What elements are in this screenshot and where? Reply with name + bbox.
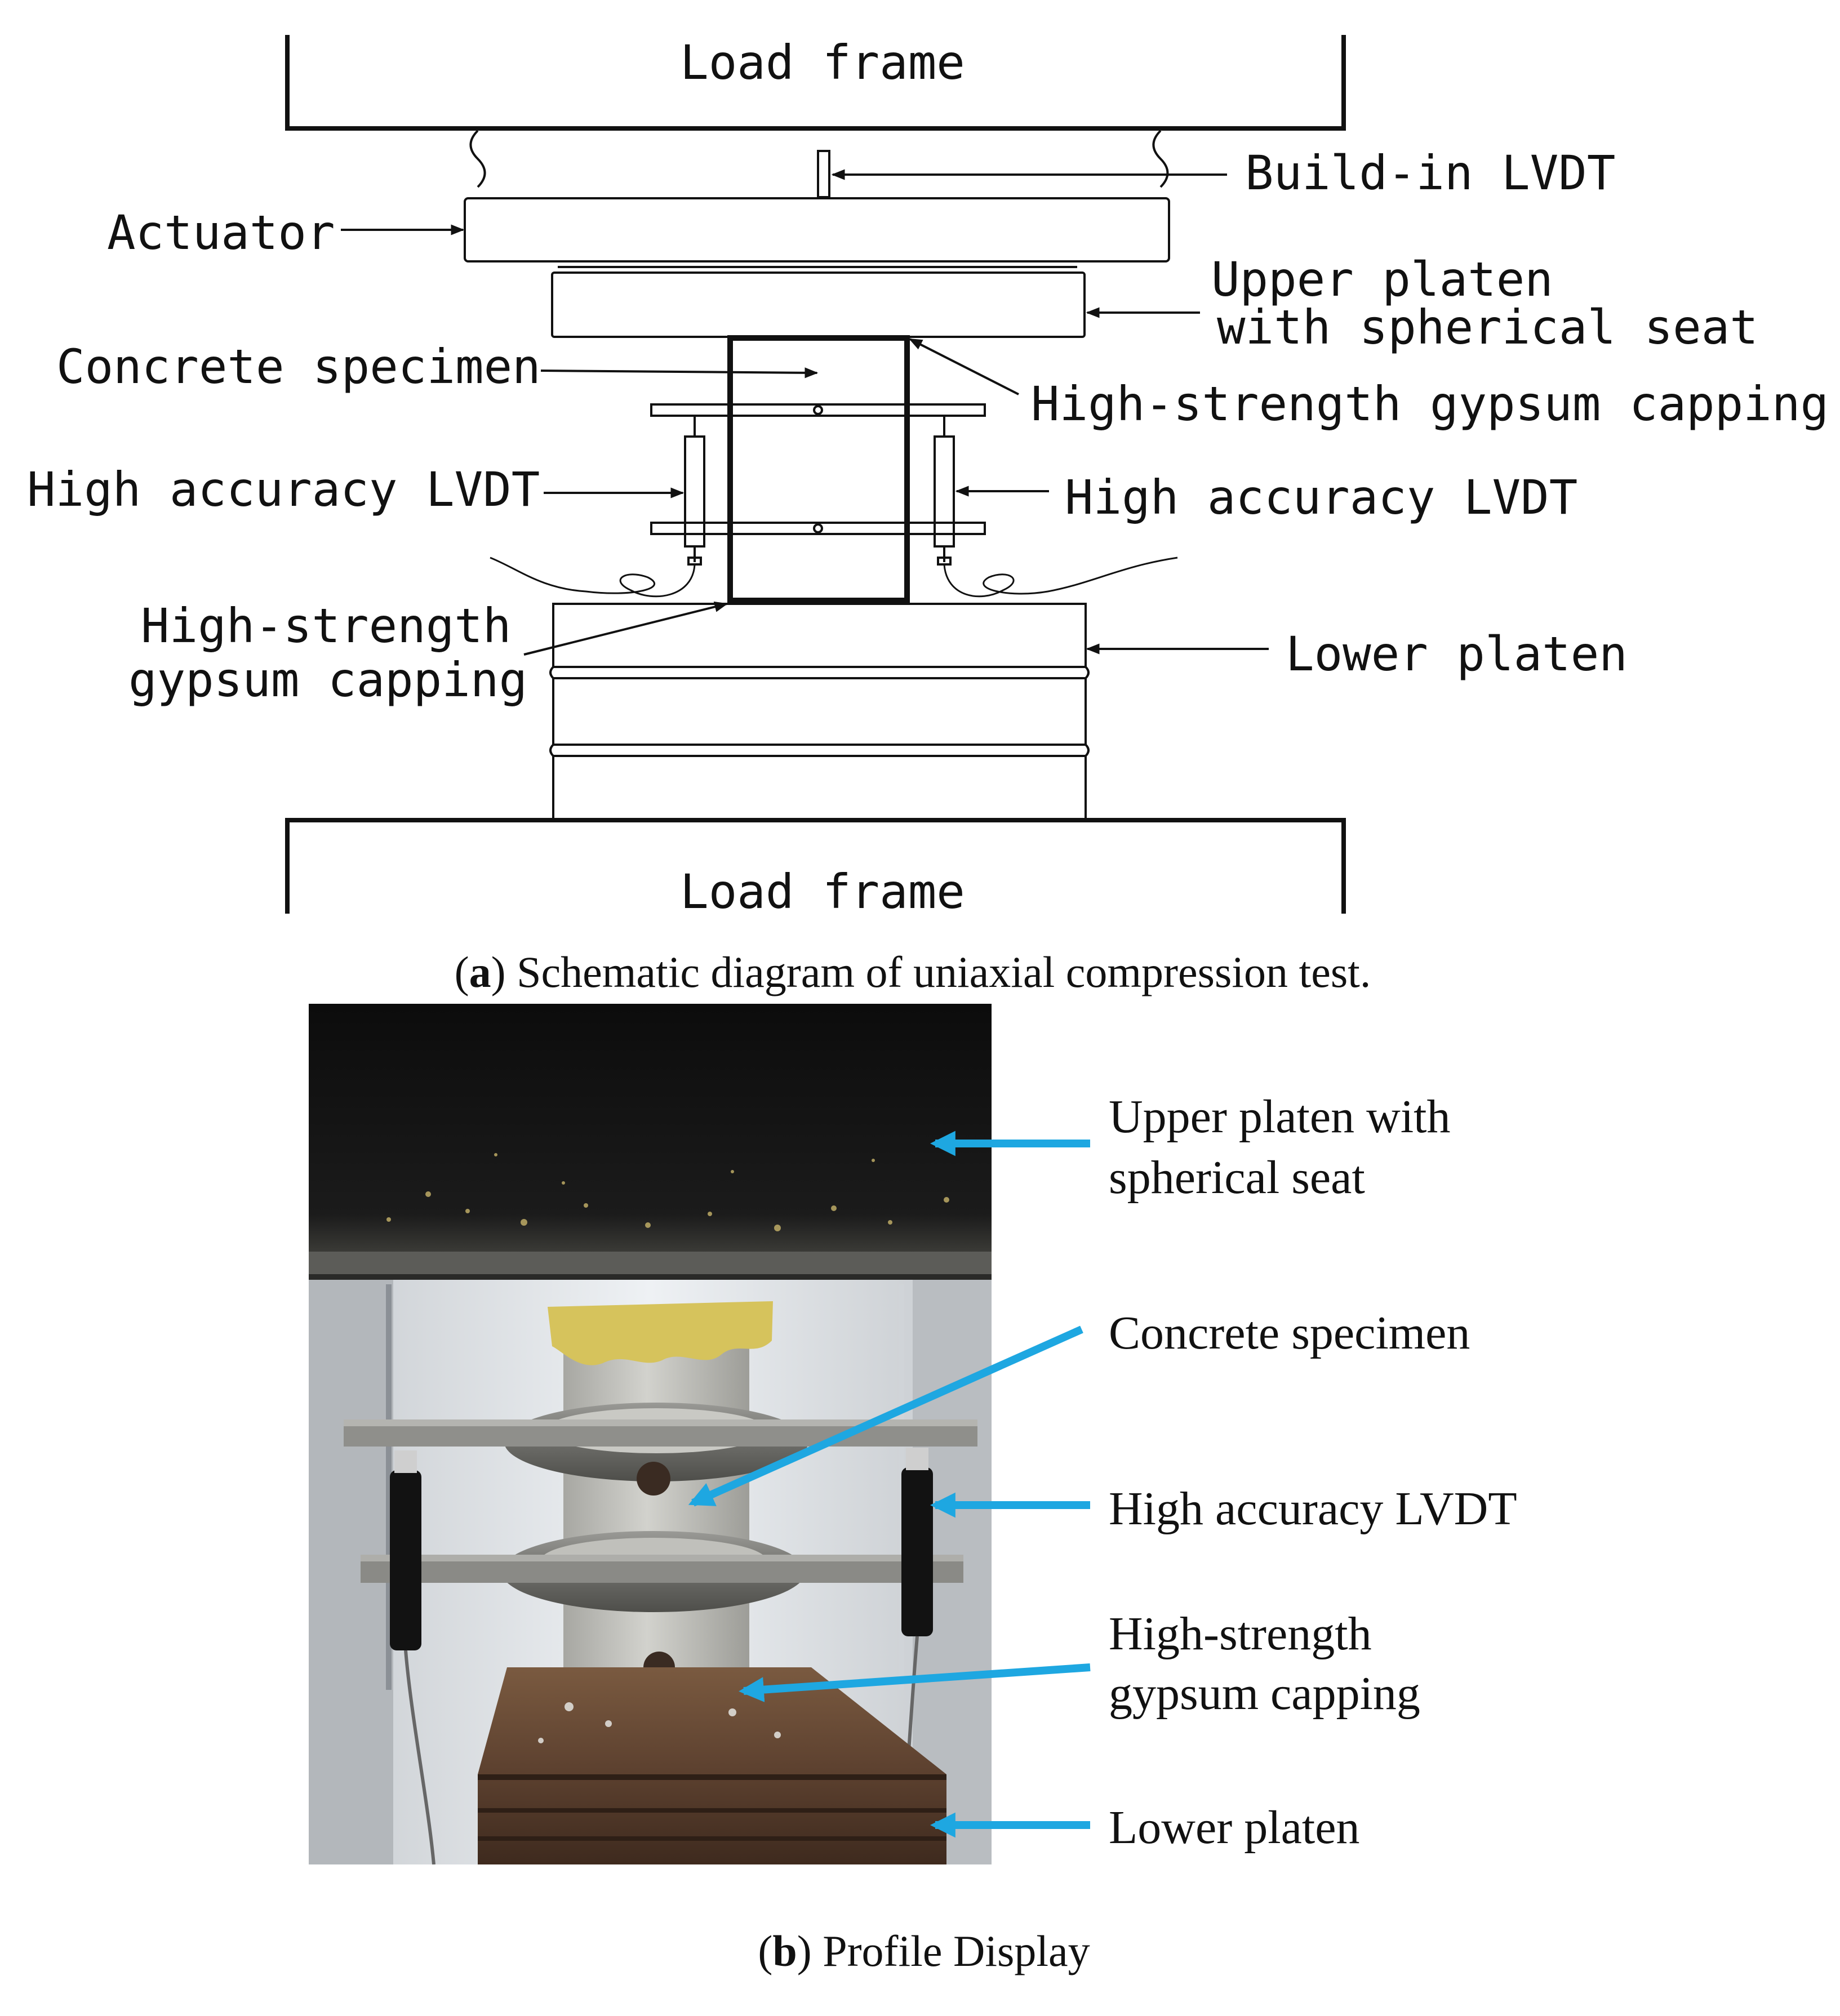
actuator-bellow-right — [1152, 130, 1169, 188]
upper-platen — [551, 272, 1086, 338]
caption-b-text: Profile Display — [812, 1926, 1090, 1975]
top-capping-arrow — [908, 338, 1019, 395]
caption-a-text: Schematic diagram of uniaxial compressio… — [506, 947, 1371, 996]
lvdt-right-sensor — [934, 416, 955, 566]
arrow-gypsum-capping — [739, 1663, 1091, 1702]
photo-concrete-specimen — [563, 1329, 749, 1679]
lower-base-column — [552, 755, 1087, 818]
photo-label-upper-platen-line2: spherical seat — [1109, 1151, 1365, 1204]
photo-lower-platen — [478, 1667, 946, 1864]
lower-platen-label: Lower platen — [1286, 626, 1628, 682]
top-capping-label: High-strength gypsum capping — [1031, 376, 1829, 431]
lower-platen — [552, 603, 1087, 668]
lvdt-left-label: High accuracy LVDT — [27, 462, 540, 517]
lower-spacer — [552, 677, 1087, 746]
lvdt-left-cable — [490, 557, 696, 598]
photo-lvdt-left — [390, 1470, 421, 1650]
concrete-specimen-label: Concrete specimen — [56, 339, 541, 394]
load-frame-bottom-label: Load frame — [680, 864, 965, 919]
upper-holder-ring — [650, 403, 986, 417]
lvdt-left-sensor — [684, 416, 705, 566]
lower-holder-screw — [813, 523, 823, 533]
actuator-body — [464, 197, 1170, 262]
caption-a-letter: a — [469, 947, 491, 996]
caption-a: (a) Schematic diagram of uniaxial compre… — [455, 947, 1371, 996]
bottom-capping-label-line1: High-strength — [141, 598, 511, 653]
lower-platen-groove-1 — [549, 666, 1090, 679]
lvdt-right-label: High accuracy LVDT — [1065, 470, 1577, 525]
concrete-specimen — [727, 335, 910, 603]
load-frame-top — [285, 35, 1346, 131]
photo-label-gypsum-line2: gypsum capping — [1109, 1667, 1420, 1720]
lower-platen-groove-2 — [549, 744, 1090, 757]
photo-lvdt-right — [901, 1467, 933, 1636]
caption-b: (b) Profile Display — [758, 1926, 1090, 1975]
photo-callouts — [688, 1131, 1091, 1838]
schematic-diagram: Load frame Build-in LVDT Actuator Upper … — [27, 35, 1829, 919]
arrow-concrete-specimen — [688, 1325, 1083, 1507]
lower-holder-ring — [650, 522, 986, 535]
build-in-lvdt-label: Build-in LVDT — [1245, 145, 1615, 201]
upper-holder-screw — [813, 405, 823, 415]
bottom-capping-label-line2: gypsum capping — [128, 652, 527, 707]
concrete-specimen-arrow — [540, 367, 819, 379]
load-frame-bottom — [285, 818, 1346, 914]
upper-platen-label-line1: Upper platen — [1211, 252, 1553, 307]
photo-labels: Upper platen with spherical seat Concret… — [1109, 1091, 1517, 1854]
bottom-capping-arrow — [523, 601, 728, 656]
load-frame-top-label: Load frame — [680, 35, 965, 90]
photo-upper-platen — [309, 1004, 992, 1252]
photo-label-lvdt: High accuracy LVDT — [1109, 1483, 1517, 1535]
caption-b-letter: b — [772, 1926, 797, 1975]
lvdt-right-cable — [943, 557, 1178, 598]
test-photo — [309, 1004, 992, 1864]
upper-platen-label-line2: with spherical seat — [1217, 300, 1758, 355]
photo-label-lower-platen: Lower platen — [1109, 1801, 1359, 1854]
actuator-bellow-left — [469, 130, 486, 188]
photo-label-concrete-specimen: Concrete specimen — [1109, 1307, 1470, 1359]
actuator-label: Actuator — [107, 205, 335, 260]
build-in-lvdt-rod — [817, 150, 830, 198]
photo-top-capping — [548, 1301, 773, 1365]
photo-label-upper-platen-line1: Upper platen with — [1109, 1091, 1451, 1143]
photo-label-gypsum-line1: High-strength — [1109, 1608, 1372, 1660]
